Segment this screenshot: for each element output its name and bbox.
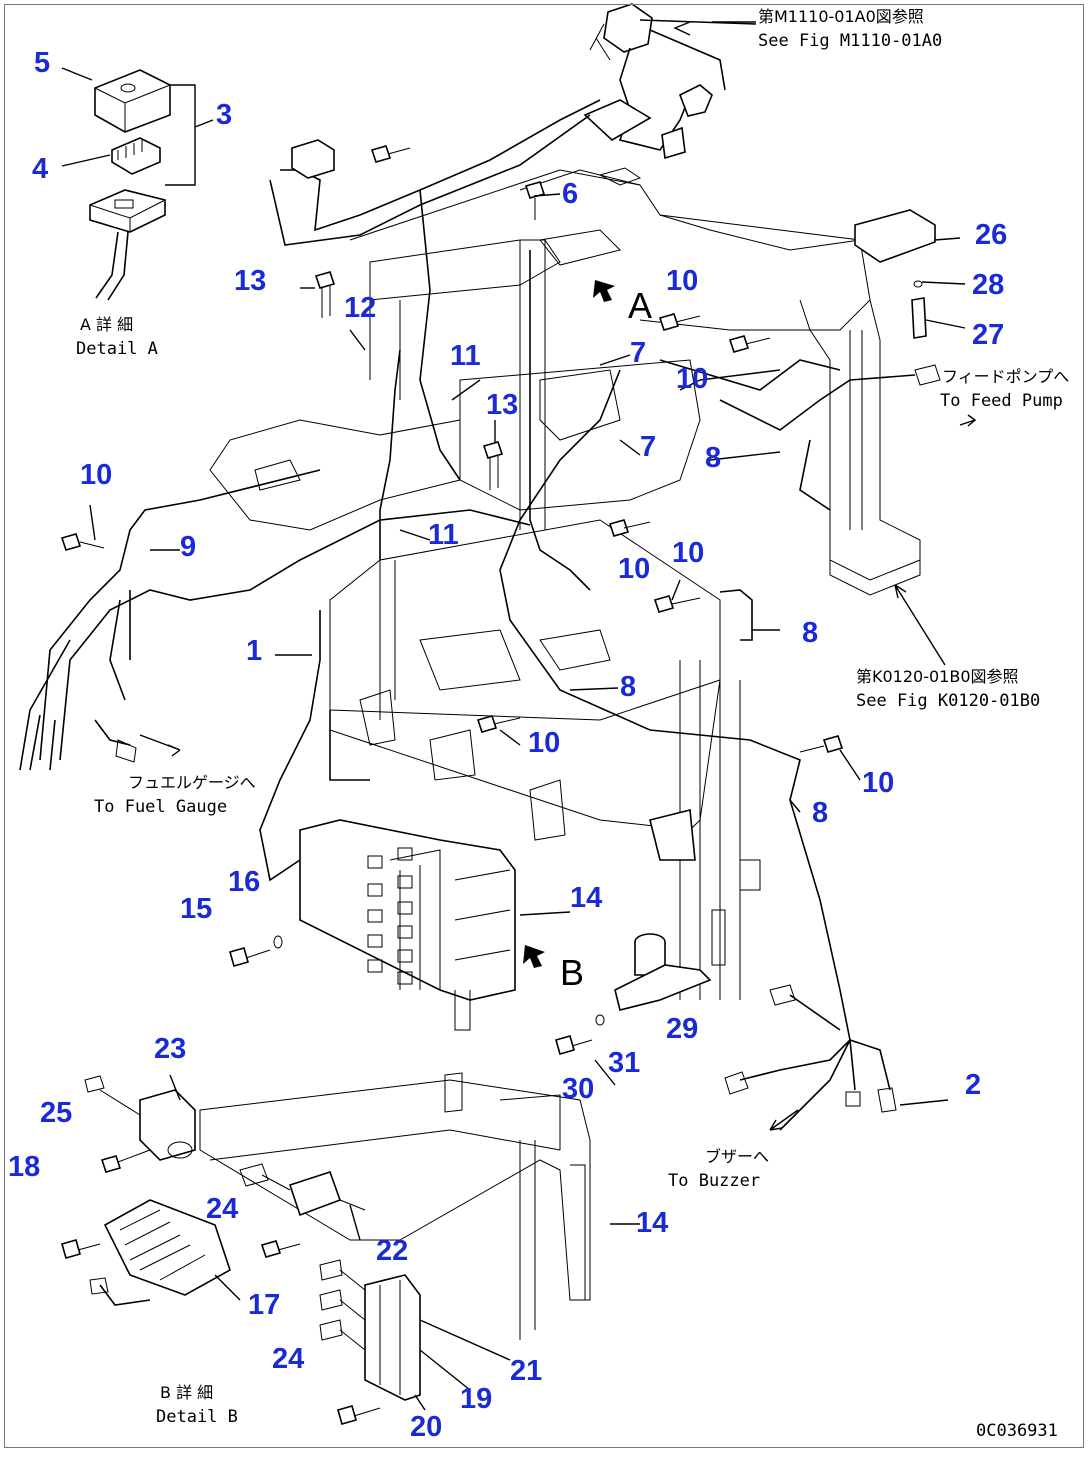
fasteners xyxy=(60,145,927,1055)
callout-2: 2 xyxy=(965,1069,981,1101)
view-b-label: B xyxy=(560,952,584,993)
callout-21: 21 xyxy=(510,1355,542,1387)
callouts: 5 4 3 6 26 28 27 13 12 10 11 13 7 10 7 8… xyxy=(8,47,1007,1443)
callout-8b: 8 xyxy=(802,617,818,649)
view-a-arrow-icon xyxy=(593,280,615,302)
lower-frame xyxy=(329,519,761,1000)
feed-pump-jp: フィードポンプへ xyxy=(942,367,1069,386)
callout-5: 5 xyxy=(34,47,50,79)
annotations: 第M1110-01A0図参照 See Fig M1110-01A0 フィードポン… xyxy=(76,7,1069,1441)
detail-a-jp: A 詳 細 xyxy=(80,315,133,334)
callout-24a: 24 xyxy=(206,1193,238,1225)
callout-28: 28 xyxy=(972,269,1004,301)
callout-16: 16 xyxy=(228,866,260,898)
callout-15: 15 xyxy=(180,893,212,925)
view-a-label: A xyxy=(628,285,652,326)
fuel-gauge-en: To Fuel Gauge xyxy=(94,797,227,817)
callout-26: 26 xyxy=(975,219,1007,251)
detail-b-en: Detail B xyxy=(156,1407,238,1427)
fuel-gauge-jp: フュエルゲージへ xyxy=(128,773,256,792)
callout-1: 1 xyxy=(246,635,262,667)
callout-29: 29 xyxy=(666,1013,698,1045)
main-harness xyxy=(19,99,941,1131)
callout-23: 23 xyxy=(154,1033,186,1065)
fig-ref-top-en: See Fig M1110-01A0 xyxy=(758,31,942,51)
callout-8a: 8 xyxy=(705,442,721,474)
callout-13b: 13 xyxy=(486,389,518,421)
buzzer-jp: ブザーへ xyxy=(705,1147,769,1166)
callout-10e: 10 xyxy=(672,537,704,569)
upper-frame xyxy=(209,167,936,596)
callout-22: 22 xyxy=(376,1235,408,1267)
callout-10b: 10 xyxy=(676,363,708,395)
feed-pump-en: To Feed Pump xyxy=(940,391,1063,411)
buzzer-en: To Buzzer xyxy=(668,1171,760,1191)
detail-b-assembly xyxy=(61,1072,591,1425)
callout-10d: 10 xyxy=(618,553,650,585)
callout-7b: 7 xyxy=(640,431,656,463)
callout-8d: 8 xyxy=(812,797,828,829)
buzzer-29 xyxy=(614,933,712,1011)
callout-10c: 10 xyxy=(80,459,112,491)
callout-24b: 24 xyxy=(272,1343,304,1375)
detail-b-jp: B 詳 細 xyxy=(160,1383,213,1402)
fig-ref-top-jp: 第M1110-01A0図参照 xyxy=(758,7,924,26)
callout-11b: 11 xyxy=(428,519,459,551)
callout-20: 20 xyxy=(410,1411,442,1443)
callout-4: 4 xyxy=(32,153,48,185)
callout-17: 17 xyxy=(248,1289,280,1321)
callout-27: 27 xyxy=(972,319,1004,351)
callout-31: 31 xyxy=(608,1047,640,1079)
callout-10g: 10 xyxy=(862,767,894,799)
callout-11a: 11 xyxy=(450,340,481,372)
callout-14a: 14 xyxy=(570,882,602,914)
callout-9: 9 xyxy=(180,531,196,563)
callout-7a: 7 xyxy=(630,337,646,369)
relay-box-14 xyxy=(259,610,516,1031)
callout-6: 6 xyxy=(562,178,578,210)
top-harness xyxy=(583,3,757,160)
drawing-number: 0C036931 xyxy=(976,1421,1058,1441)
callout-10a: 10 xyxy=(666,265,698,297)
view-b-arrow-icon xyxy=(523,945,545,968)
callout-3: 3 xyxy=(216,99,232,131)
callout-13a: 13 xyxy=(234,265,266,297)
drawing-frame xyxy=(4,4,1084,1448)
leader-lines xyxy=(89,21,966,1411)
callout-10f: 10 xyxy=(528,727,560,759)
callout-19: 19 xyxy=(460,1383,492,1415)
fig-ref-mid-jp: 第K0120-01B0図参照 xyxy=(856,667,1019,686)
detail-a-assembly xyxy=(61,67,214,301)
reference-arrows xyxy=(139,21,977,1131)
callout-25: 25 xyxy=(40,1097,72,1129)
fig-ref-mid-en: See Fig K0120-01B0 xyxy=(856,691,1040,711)
callout-30: 30 xyxy=(562,1073,594,1105)
callout-18: 18 xyxy=(8,1151,40,1183)
callout-12: 12 xyxy=(344,292,376,324)
callout-14b: 14 xyxy=(636,1207,668,1239)
detail-a-en: Detail A xyxy=(76,339,158,359)
callout-8c: 8 xyxy=(620,671,636,703)
